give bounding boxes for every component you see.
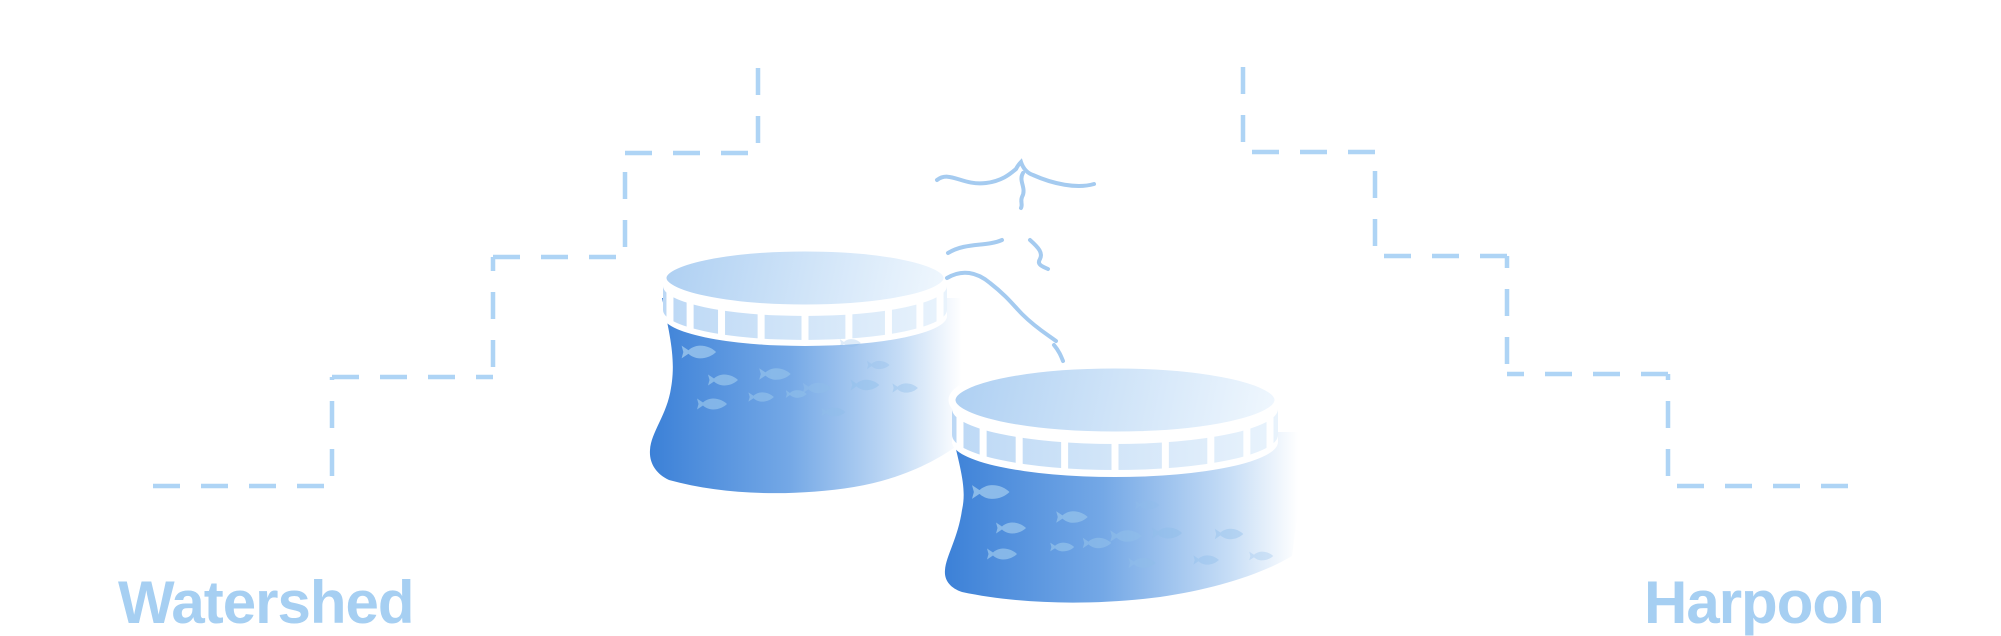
left-pen-top-opening xyxy=(659,244,951,312)
fish-icon xyxy=(821,407,846,417)
left-pen-net-body xyxy=(649,298,978,494)
fish-icon xyxy=(1082,537,1112,549)
right-pen-net-body xyxy=(944,432,1308,603)
right-pen-top-opening xyxy=(948,361,1282,439)
fish-icon xyxy=(850,379,880,391)
watershed-label: Watershed xyxy=(118,569,415,636)
fish-icon xyxy=(785,390,807,398)
fish-icon xyxy=(708,374,738,386)
harpoon-label: Harpoon xyxy=(1644,569,1885,636)
fish-icon xyxy=(1193,555,1219,565)
fish-icon xyxy=(972,485,1010,499)
squiggle-line xyxy=(1019,171,1026,210)
fish-icon xyxy=(987,548,1017,560)
squiggle-line xyxy=(946,238,1004,255)
right-pen-fish-group xyxy=(972,485,1274,568)
right-pen-rim-panels xyxy=(952,409,1278,470)
right-staircase-dashed-line xyxy=(1240,58,1848,489)
left-pen-rim-panels xyxy=(663,286,947,340)
fish-icon xyxy=(1135,500,1160,510)
squiggle-line xyxy=(1014,158,1096,188)
left-pen-fish-group xyxy=(681,339,918,417)
fish-icon xyxy=(1050,542,1075,552)
water-squiggles xyxy=(935,158,1096,363)
fish-icon xyxy=(681,345,717,359)
right-fish-pen xyxy=(944,361,1308,603)
fish-icon xyxy=(1214,528,1244,540)
fish-icon xyxy=(697,398,727,410)
left-fish-pen xyxy=(649,244,978,494)
fish-icon xyxy=(867,360,890,370)
fish-icon xyxy=(748,392,774,402)
squiggle-line xyxy=(935,167,1018,186)
fish-icon xyxy=(1152,527,1182,539)
left-staircase-dashed-line xyxy=(153,58,761,489)
fish-icon xyxy=(1249,551,1274,561)
fish-icon xyxy=(839,339,861,347)
fish-icon xyxy=(759,368,791,380)
fish-icon xyxy=(996,522,1026,534)
fish-icon xyxy=(892,383,918,393)
squiggle-line xyxy=(945,270,1058,343)
fish-icon xyxy=(1128,558,1156,568)
fish-icon xyxy=(1110,530,1142,542)
fish-icon xyxy=(1056,511,1088,523)
squiggle-line xyxy=(1028,238,1050,271)
fish-icon xyxy=(802,382,832,394)
squiggle-line xyxy=(1052,343,1065,363)
